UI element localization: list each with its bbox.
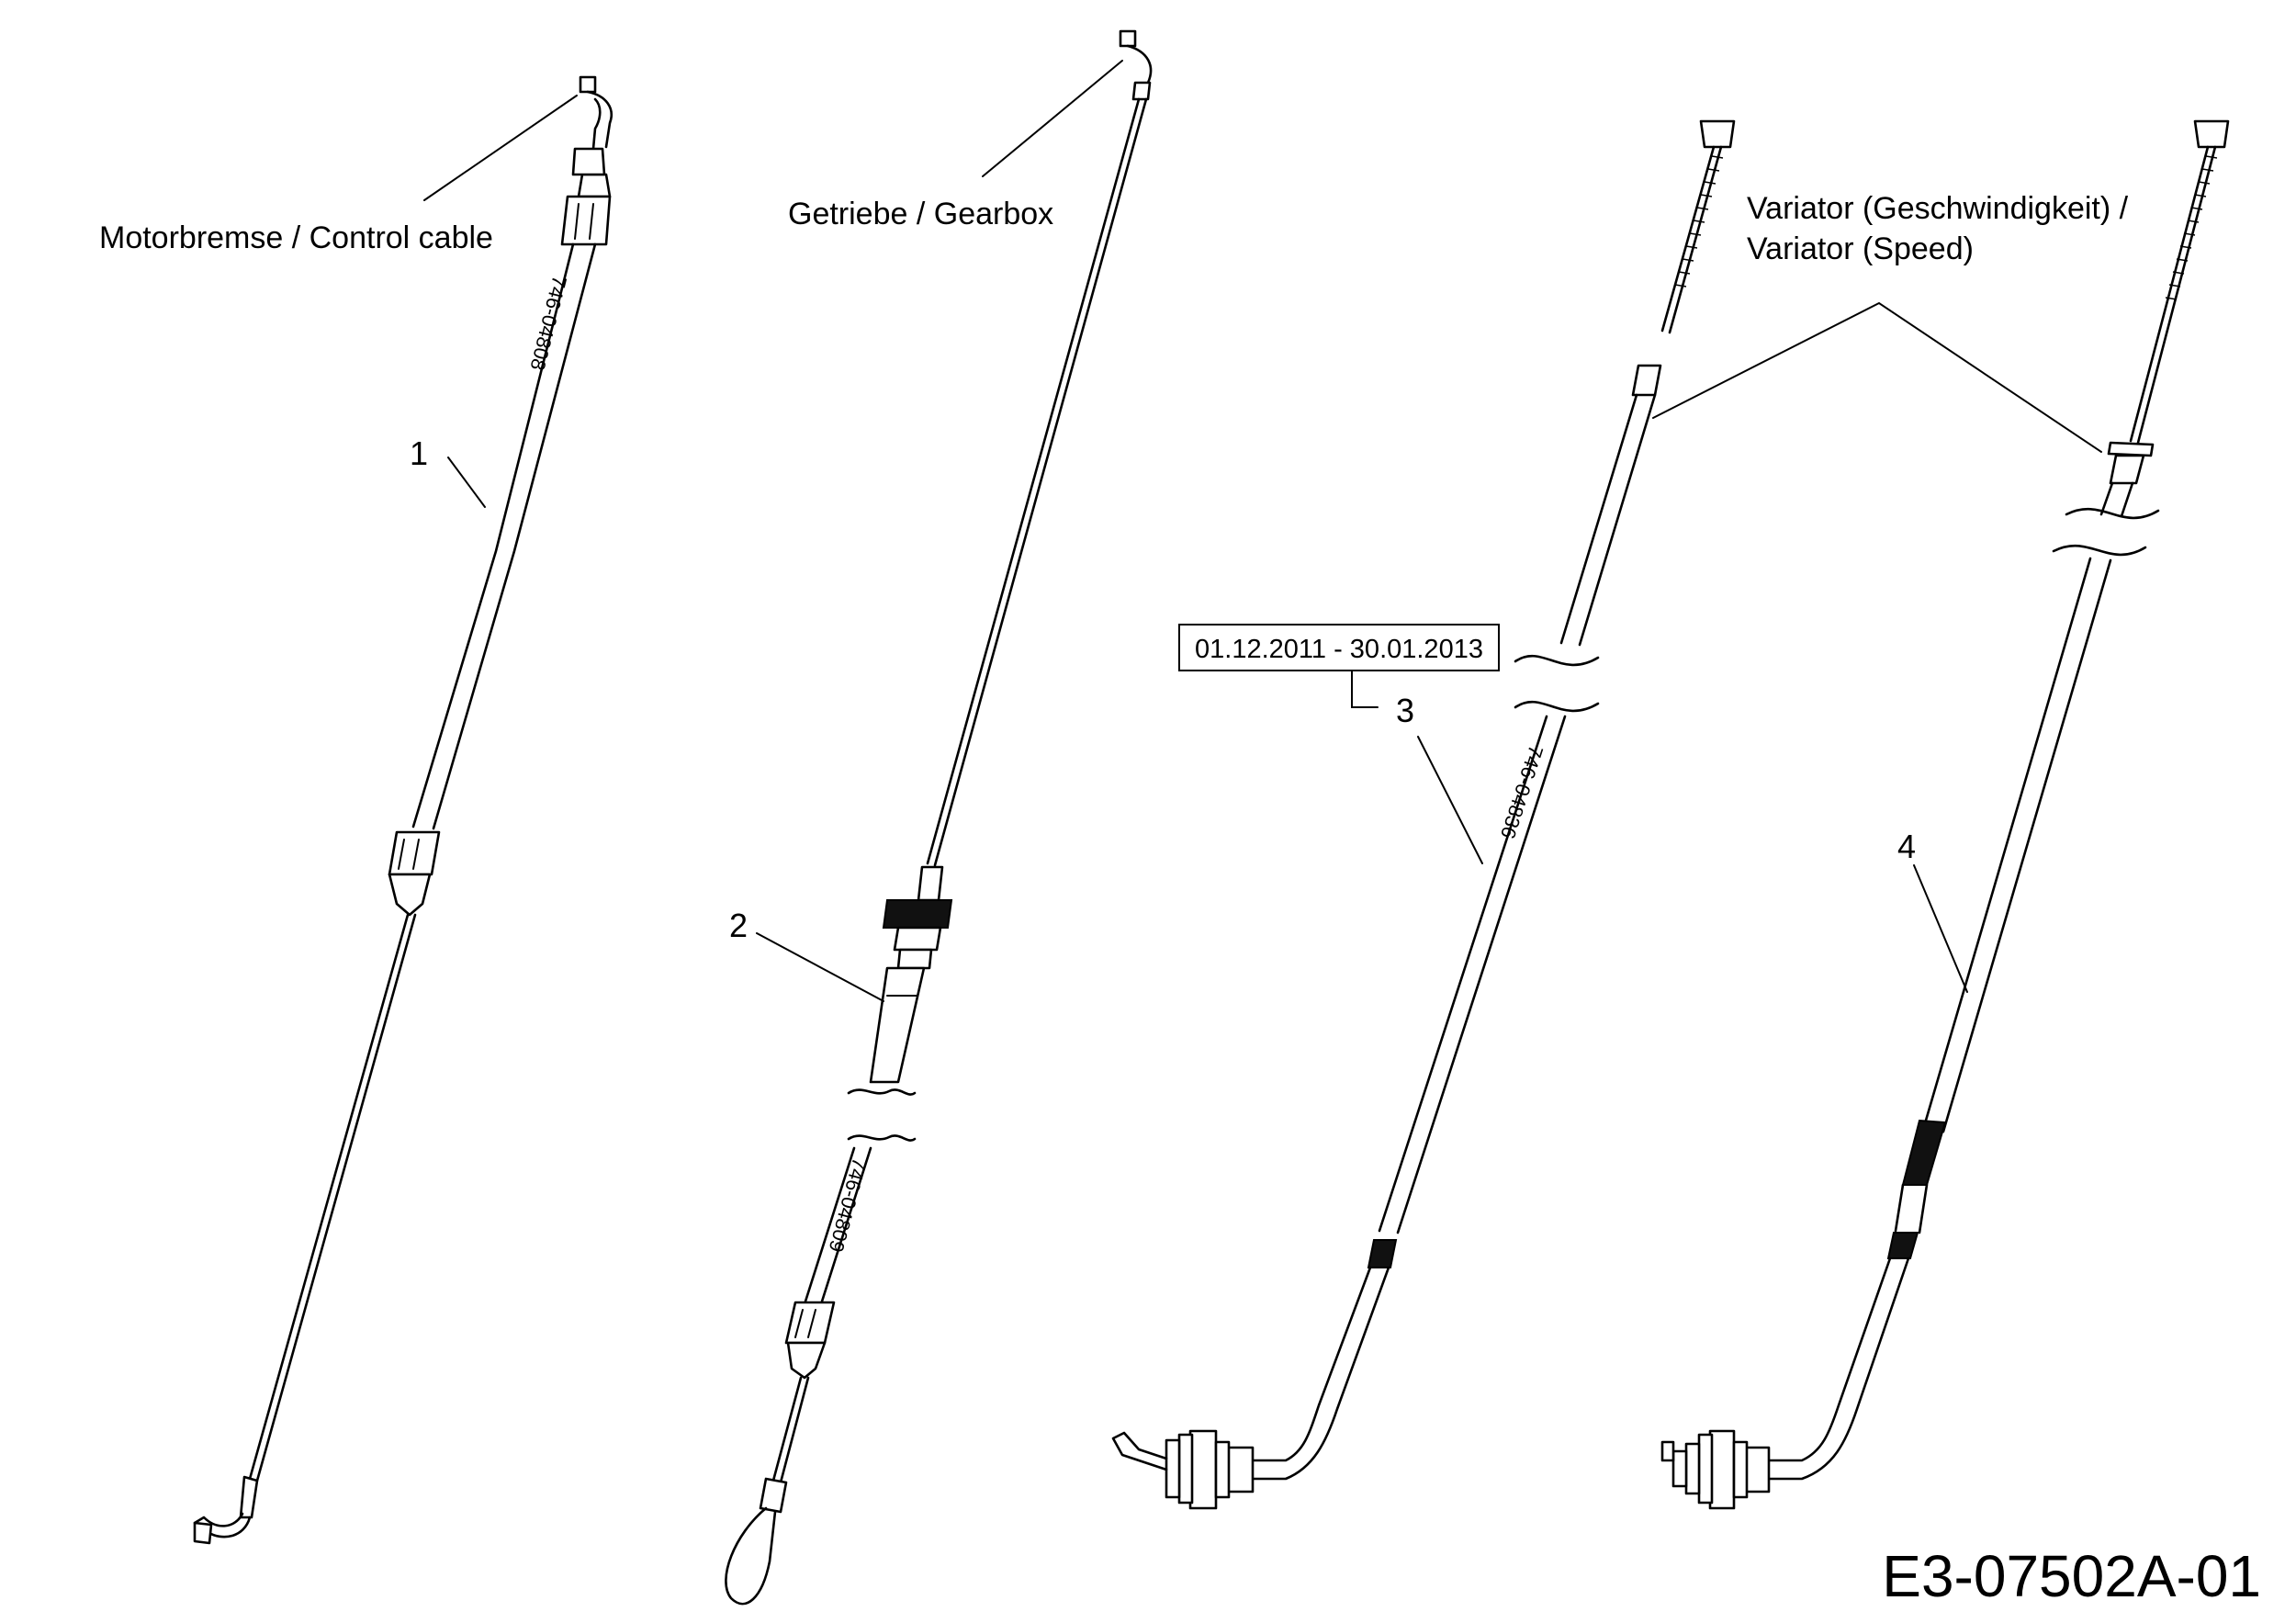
callout-4: 4 bbox=[1897, 828, 1916, 865]
callout-1: 1 bbox=[410, 434, 428, 472]
label-gearbox: Getriebe / Gearbox bbox=[788, 197, 1053, 231]
callout-2: 2 bbox=[729, 907, 748, 944]
cable-4-variator-cable bbox=[1660, 119, 2230, 1510]
leader-lines bbox=[423, 60, 2102, 1002]
cable-2-gearbox-cable: 746-04809 bbox=[725, 29, 1153, 1606]
label-control-cable: Motorbremse / Control cable bbox=[99, 220, 493, 255]
cable-1-control-cable: 746-04808 bbox=[193, 75, 613, 1545]
date-range-text: 01.12.2011 - 30.01.2013 bbox=[1195, 635, 1483, 664]
cable-2-part-number: 746-04809 bbox=[825, 1155, 872, 1255]
label-variator-line2: Variator (Speed) bbox=[1747, 231, 1974, 266]
callout-3: 3 bbox=[1396, 692, 1414, 729]
cable-3-variator-cable: 746-04836 bbox=[1111, 119, 1736, 1510]
diagram-code: E3-07502A-01 bbox=[1882, 1543, 2261, 1609]
label-variator-line1: Variator (Geschwindigkeit) / bbox=[1747, 191, 2129, 226]
date-range-box: 01.12.2011 - 30.01.2013 bbox=[1178, 624, 1500, 671]
